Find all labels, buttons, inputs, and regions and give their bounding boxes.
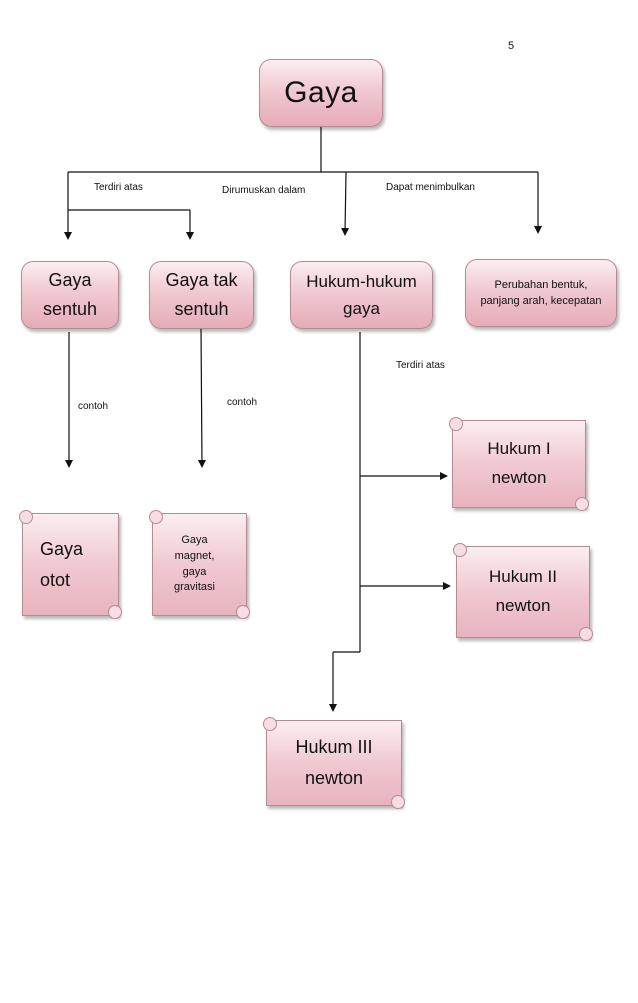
node-gaya-tak-sentuh: Gaya tak sentuh — [149, 261, 254, 329]
node-gaya-tak-sentuh-line-1: Gaya tak — [165, 270, 238, 291]
node-gaya-sentuh: Gaya sentuh — [21, 261, 119, 329]
node-perubahan: Perubahan bentuk, panjang arah, kecepata… — [465, 259, 617, 327]
node-gaya-tak-sentuh-line-2: sentuh — [174, 299, 229, 319]
label-terdiri-atas-2: Terdiri atas — [396, 360, 445, 371]
scroll-curl — [19, 510, 33, 524]
node-hukum-gaya-line-2: gaya — [343, 299, 380, 318]
label-dirumuskan-dalam: Dirumuskan dalam — [222, 185, 306, 196]
scroll-hukum-1: Hukum I newton — [449, 417, 589, 511]
scroll-hukum-2-line-2: newton — [495, 596, 551, 615]
scroll-gaya-otot-line-2: otot — [39, 569, 71, 590]
scroll-curl — [149, 510, 163, 524]
label-terdiri-atas-1: Terdiri atas — [94, 182, 143, 193]
page-number: 5 — [508, 40, 515, 52]
scroll-gaya-magnet-line-1: Gaya — [181, 533, 208, 546]
scroll-curl — [579, 627, 593, 641]
scroll-curl — [263, 717, 277, 731]
scroll-hukum-3-line-2: newton — [304, 768, 364, 788]
scroll-gaya-otot-line-1: Gaya — [39, 538, 84, 559]
scroll-gaya-magnet-line-3: gaya — [182, 565, 207, 578]
label-contoh-2: contoh — [227, 397, 258, 408]
scroll-gaya-otot: Gaya otot — [19, 510, 122, 619]
node-gaya: Gaya — [259, 59, 383, 127]
node-perubahan-line-1: Perubahan bentuk, — [494, 278, 588, 291]
scroll-curl — [575, 497, 589, 511]
scroll-hukum-1-line-2: newton — [491, 468, 547, 487]
scroll-gaya-magnet: Gaya magnet, gaya gravitasi — [149, 510, 250, 619]
scroll-hukum-1-line-1: Hukum I — [487, 439, 551, 459]
label-contoh-1: contoh — [78, 401, 109, 412]
scroll-curl — [453, 543, 467, 557]
scroll-curl — [108, 605, 122, 619]
label-dapat-menimbulkan: Dapat menimbulkan — [386, 182, 475, 193]
scroll-gaya-magnet-line-4: gravitasi — [174, 581, 215, 594]
node-hukum-gaya: Hukum-hukum gaya — [290, 261, 433, 329]
node-gaya-sentuh-line-2: sentuh — [42, 299, 98, 319]
scroll-hukum-2-line-1: Hukum II — [488, 567, 558, 587]
scroll-curl — [391, 795, 405, 809]
scroll-hukum-3: Hukum III newton — [263, 717, 405, 809]
node-perubahan-line-2: panjang arah, kecepatan — [480, 295, 602, 307]
scroll-hukum-2: Hukum II newton — [453, 543, 593, 641]
scroll-curl — [449, 417, 463, 431]
scroll-hukum-3-line-1: Hukum III — [295, 737, 373, 758]
scroll-gaya-magnet-line-2: magnet, — [174, 549, 215, 562]
node-gaya-sentuh-line-1: Gaya — [48, 270, 92, 291]
node-hukum-gaya-line-1: Hukum-hukum — [306, 271, 417, 291]
scroll-curl — [236, 605, 250, 619]
node-gaya-label: Gaya — [284, 76, 358, 109]
